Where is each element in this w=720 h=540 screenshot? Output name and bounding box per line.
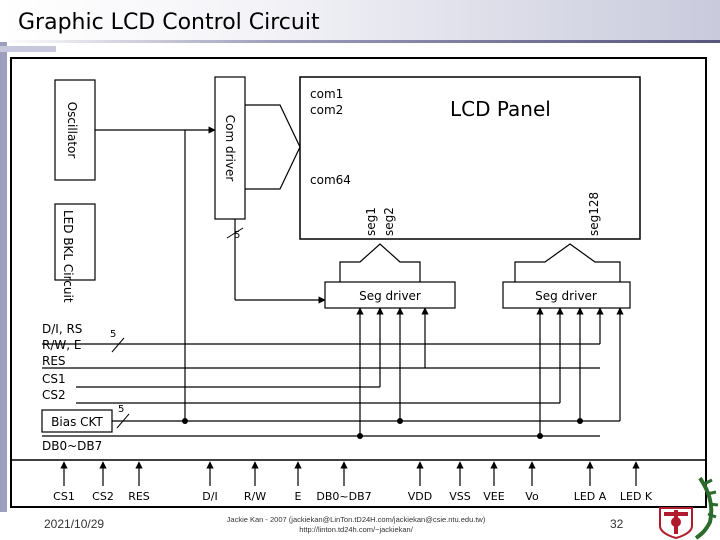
- left-accent-tab: [0, 46, 56, 52]
- lcd-panel-label: LCD Panel: [450, 97, 551, 121]
- led-bkl-text: LED BKL Circuit: [61, 210, 75, 303]
- com-driver-block: [214, 76, 246, 220]
- signal-rw-e: R/W, E: [42, 338, 81, 352]
- title-band: [0, 0, 720, 42]
- pin-label: VEE: [483, 490, 504, 503]
- pin-label: Vo: [525, 490, 539, 503]
- pin-label: VDD: [408, 490, 432, 503]
- pin-label: R/W: [244, 490, 266, 503]
- pin-label: D/I: [202, 490, 217, 503]
- com1-label: com1: [310, 87, 343, 101]
- page-number: 32: [610, 517, 624, 531]
- signal-db: DB0~DB7: [42, 439, 102, 453]
- slide-date: 2021/10/29: [44, 517, 105, 531]
- pin-label: E: [295, 490, 302, 503]
- pin-label: RES: [128, 490, 150, 503]
- bias-ckt-label: Bias CKT: [51, 415, 103, 429]
- control-bus-width: 5: [110, 329, 116, 340]
- seg1-label: seg1: [364, 207, 378, 236]
- lcd-panel-block: [299, 76, 641, 240]
- seg-driver-right-label: Seg driver: [535, 289, 597, 303]
- title-divider: [0, 40, 720, 43]
- pin-labels: CS1 CS2 RES D/I R/W E DB0~DB7 VDD VSS VE…: [53, 490, 653, 503]
- left-accent-bar: [0, 42, 7, 512]
- bias-bus-width: 5: [118, 404, 124, 415]
- com-driver-label: Com driver: [223, 115, 237, 182]
- pin-label: DB0~DB7: [316, 490, 371, 503]
- seg-driver-left-label: Seg driver: [359, 289, 421, 303]
- signal-res: RES: [42, 354, 66, 368]
- seg-driver-right-block: [502, 281, 631, 309]
- led-bkl-block: [54, 203, 96, 281]
- pin-label: CS2: [92, 490, 114, 503]
- seg2-label: seg2: [382, 207, 396, 236]
- university-emblem-icon: [659, 476, 719, 540]
- signal-di-rs: D/I, RS: [42, 322, 82, 336]
- com-output-arrow: [245, 104, 301, 190]
- oscillator-block: [54, 79, 96, 181]
- seg-driver-left-block: [324, 281, 456, 309]
- slide-credit: Jackie Kan - 2007 (jackiekan@LinTon.tD24…: [226, 515, 486, 534]
- com-bus-width: 5: [234, 230, 240, 241]
- pin-label: CS1: [53, 490, 75, 503]
- pin-label: LED K: [620, 490, 653, 503]
- pin-label: VSS: [449, 490, 471, 503]
- seg-right-arrow: [514, 243, 621, 282]
- com64-label: com64: [310, 173, 351, 187]
- signal-cs2: CS2: [42, 388, 66, 402]
- com2-label: com2: [310, 103, 343, 117]
- pin-label: LED A: [574, 490, 607, 503]
- seg-left-arrow: [339, 243, 421, 282]
- signal-cs1: CS1: [42, 372, 66, 386]
- oscillator-label: Oscillator: [65, 102, 79, 159]
- module-frame: [10, 57, 707, 508]
- slide-title: Graphic LCD Control Circuit: [18, 10, 320, 35]
- seg128-label: seg128: [587, 192, 601, 236]
